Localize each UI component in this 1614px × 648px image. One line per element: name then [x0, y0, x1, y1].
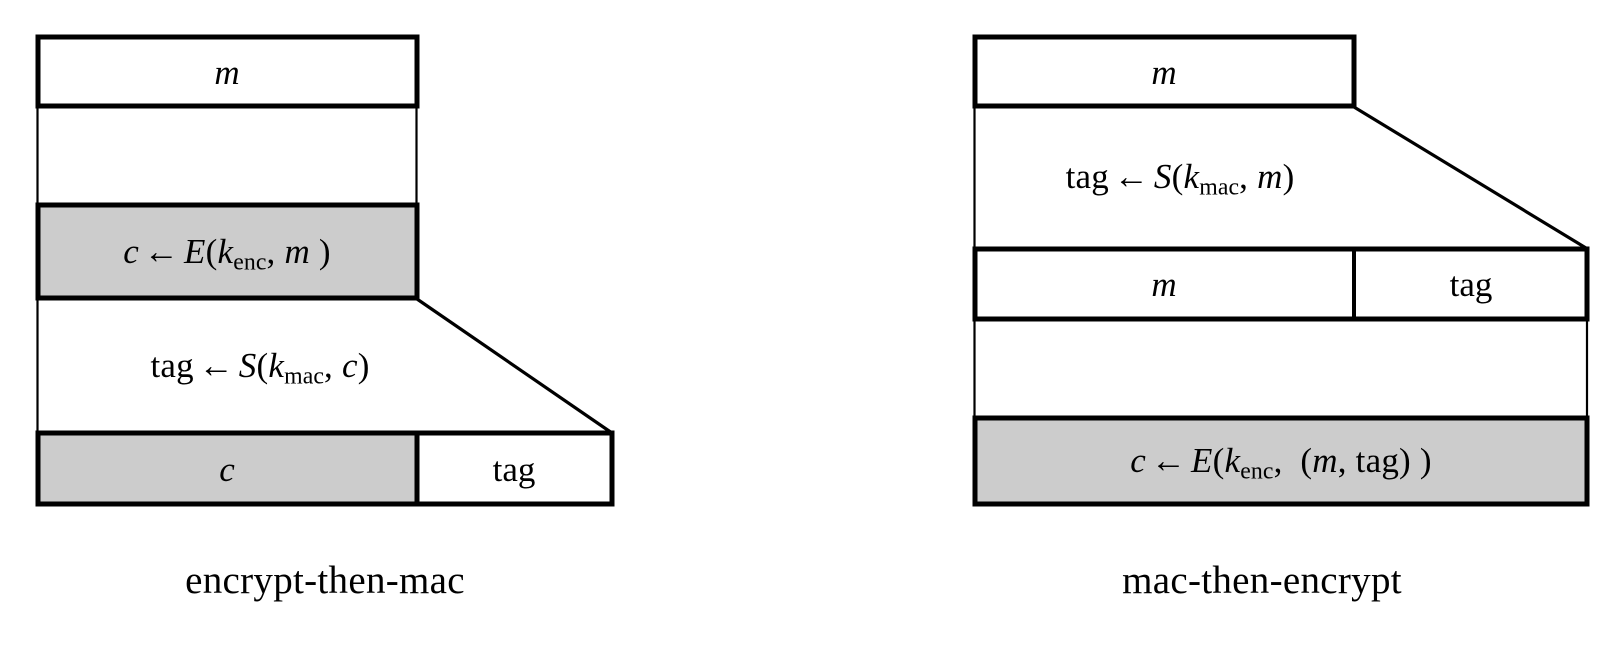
mte-encrypt-key: k: [1224, 441, 1241, 480]
etm-mac-function: S: [238, 346, 257, 385]
etm-encrypt-key: k: [217, 232, 234, 271]
etm-encrypt-operand: m: [284, 232, 310, 271]
mte-encrypt-operand-open: (: [1300, 441, 1313, 480]
mte-encrypt-close-paren: ): [1410, 441, 1432, 480]
mte-message-label-text: m: [1151, 53, 1177, 92]
mte-encrypt-operand-close: ): [1399, 441, 1411, 480]
mte-encrypt-formula: c←E(kenc, (m, tag) ): [1130, 443, 1431, 484]
panel-encrypt-then-mac: [35, 34, 615, 507]
mte-mac-close-paren: ): [1282, 157, 1295, 196]
mte-mac-key: k: [1183, 157, 1200, 196]
caption-mac-then-encrypt-text: mac-then-encrypt: [1122, 559, 1402, 602]
etm-encrypt-box: [35, 202, 420, 301]
mte-encrypt-operand-message: m: [1312, 441, 1338, 480]
etm-mac-comma: ,: [324, 346, 342, 385]
etm-output-ciphertext-text: c: [219, 450, 235, 489]
mte-encrypt-box: [972, 415, 1590, 507]
mte-encrypt-operand-tag: tag: [1355, 441, 1400, 480]
etm-encrypt-arrow-icon: ←: [143, 232, 180, 271]
mte-tagged-message-box: [972, 246, 1590, 322]
etm-mac-formula: tag←S(kmac, c): [150, 348, 369, 389]
etm-mac-result: tag: [150, 346, 194, 385]
mte-encrypt-result: c: [1130, 441, 1147, 480]
mte-tagged-tag-text: tag: [1449, 265, 1493, 304]
etm-mac-arrow-icon: ←: [198, 346, 234, 385]
mte-mac-operand: m: [1257, 157, 1283, 196]
mte-mac-open-paren: (: [1171, 157, 1184, 196]
etm-message-label-text: m: [214, 53, 240, 92]
mte-tagged-tag-label: tag: [1450, 267, 1493, 302]
etm-encrypt-comma: ,: [266, 232, 285, 271]
mte-encrypt-open-paren: (: [1212, 441, 1225, 480]
mte-message-label: m: [1151, 55, 1176, 90]
mte-mac-function: S: [1153, 157, 1172, 196]
caption-encrypt-then-mac: encrypt-then-mac: [185, 561, 465, 600]
etm-encrypt-function: E: [184, 232, 206, 271]
etm-mac-open-paren: (: [256, 346, 269, 385]
etm-output-tag-label: tag: [493, 452, 536, 487]
panel-mac-then-encrypt: [972, 34, 1590, 507]
etm-message-box: [35, 34, 420, 109]
mte-diagonal-connector: [1353, 105, 1587, 250]
mte-mac-arrow-icon: ←: [1113, 157, 1150, 196]
mte-mac-key-subscript: mac: [1199, 174, 1240, 201]
mte-message-box: [972, 34, 1357, 109]
etm-output-ciphertext-cell: [35, 430, 420, 507]
mte-encrypt-function: E: [1191, 441, 1213, 480]
etm-encrypt-formula: c←E(kenc, m ): [123, 234, 330, 275]
etm-diagonal-connector: [416, 297, 613, 435]
mte-encrypt-comma: ,: [1273, 441, 1301, 480]
etm-output-ciphertext-label: c: [219, 452, 235, 487]
mte-encrypt-arrow-icon: ←: [1150, 441, 1187, 480]
etm-encrypt-open-paren: (: [205, 232, 218, 271]
etm-encrypt-close-paren: ): [309, 232, 331, 271]
caption-encrypt-then-mac-text: encrypt-then-mac: [185, 559, 465, 602]
mte-tagged-message-label: m: [1151, 267, 1176, 302]
etm-mac-key: k: [268, 346, 285, 385]
mte-mac-comma: ,: [1239, 157, 1258, 196]
etm-mac-key-subscript: mac: [284, 363, 325, 390]
etm-mac-operand: c: [341, 346, 358, 385]
mte-tagged-message-text: m: [1151, 265, 1177, 304]
mte-encrypt-operand-comma: ,: [1337, 441, 1356, 480]
etm-encrypt-result: c: [123, 232, 140, 271]
mte-encrypt-key-subscript: enc: [1240, 458, 1274, 485]
etm-output-tag-text: tag: [492, 450, 536, 489]
etm-mac-close-paren: ): [357, 346, 370, 385]
caption-mac-then-encrypt: mac-then-encrypt: [1122, 561, 1402, 600]
etm-encrypt-key-subscript: enc: [233, 249, 267, 276]
mte-mac-formula: tag←S(kmac, m): [1066, 159, 1295, 200]
mte-mac-result: tag: [1065, 157, 1109, 196]
etm-message-label: m: [214, 55, 239, 90]
